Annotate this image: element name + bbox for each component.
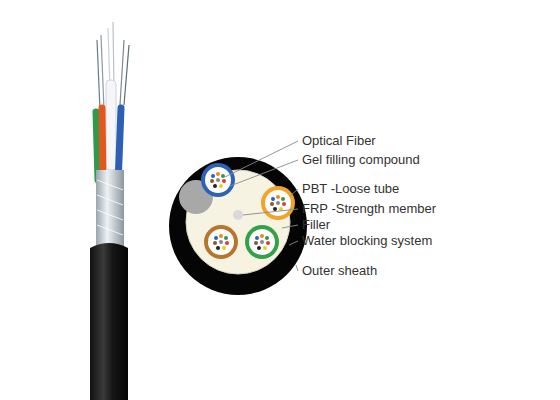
part-label: Gel filling compound (302, 152, 420, 167)
part-label: Optical Fiber (302, 133, 376, 148)
part-label: PBT -Loose tube (302, 181, 399, 196)
part-label: Water blocking system (302, 233, 432, 248)
part-label: FRP -Strength member (302, 201, 436, 216)
part-label: Outer sheath (302, 263, 377, 278)
part-label: Filler (302, 217, 330, 232)
leader-lines (225, 141, 298, 271)
